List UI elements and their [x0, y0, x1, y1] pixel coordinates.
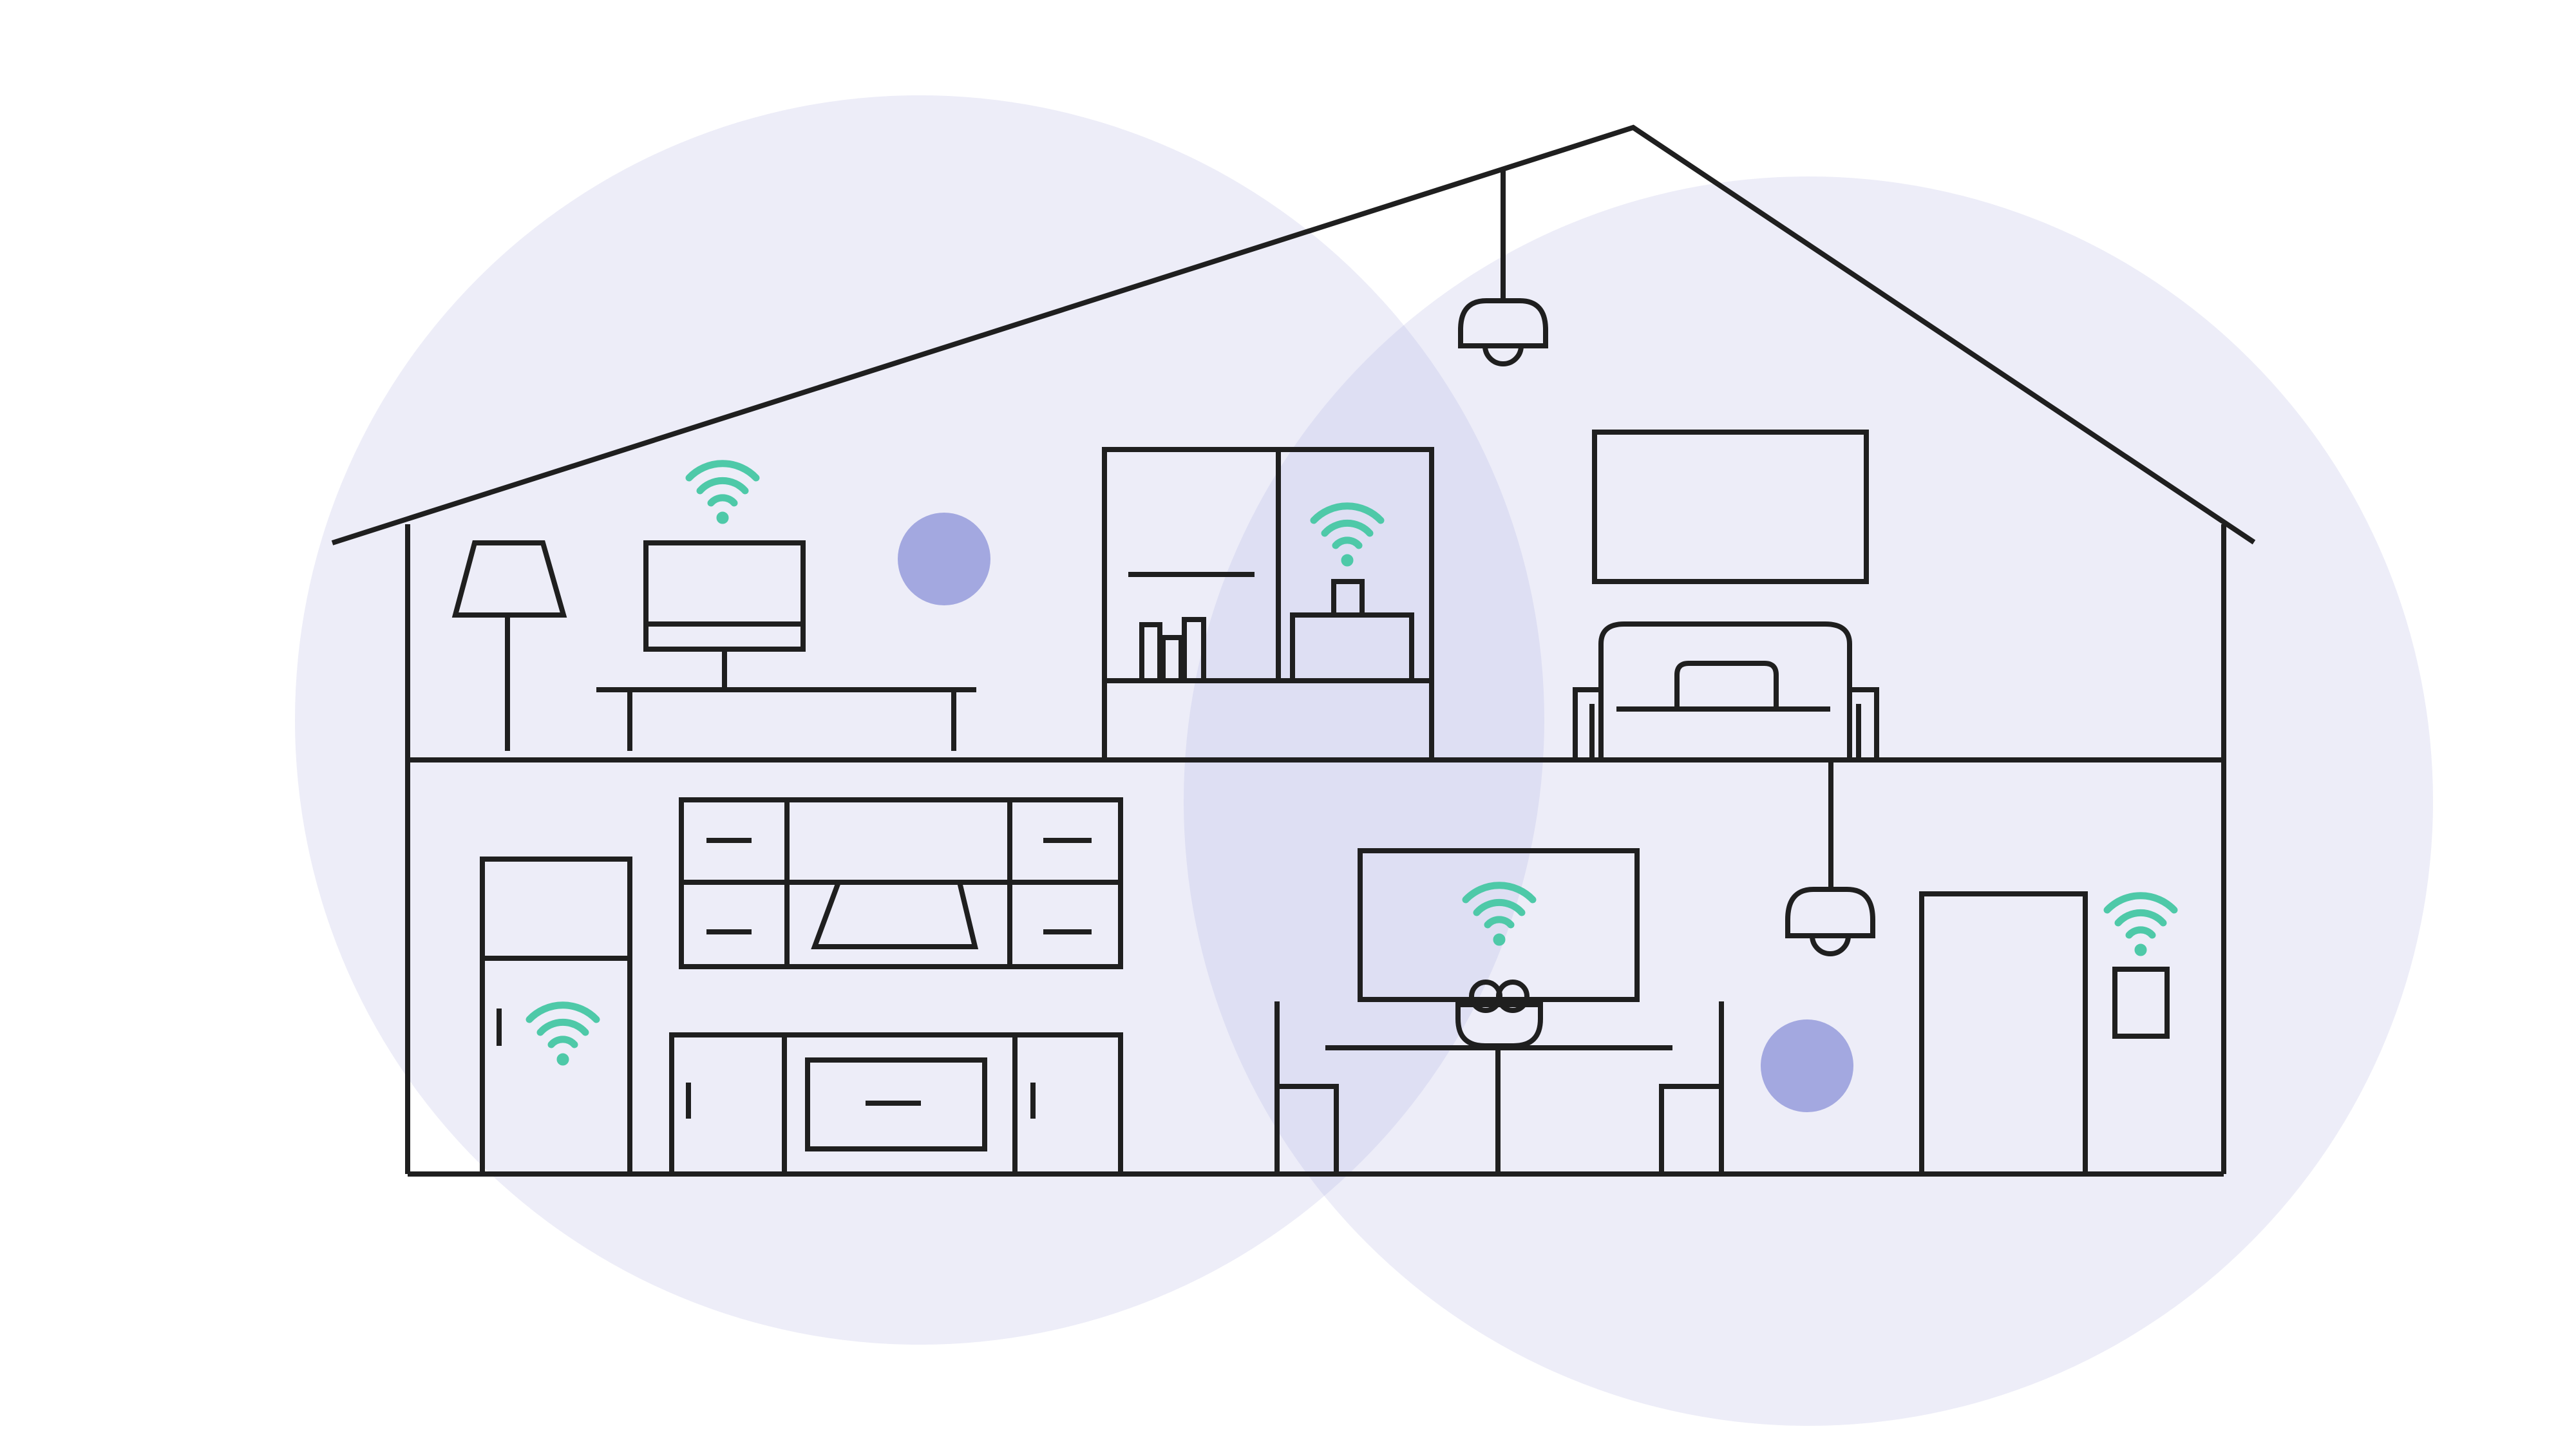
front-door: [1919, 891, 2088, 1177]
roof: [331, 124, 2256, 545]
hallway-pendant-lamp: [1785, 760, 1875, 956]
upper-cabinets: [679, 797, 1123, 969]
house-line-art: [331, 124, 2256, 1177]
sofa: [1573, 621, 1879, 762]
bookshelf: [1102, 447, 1434, 762]
floor-lamp: [451, 540, 567, 751]
dining-chair-left: [1274, 1001, 1339, 1174]
lower-cabinets: [669, 1032, 1123, 1177]
mesh-node-lower-right: [1761, 1019, 1853, 1112]
refrigerator: [480, 857, 632, 1177]
tv-set: [596, 540, 976, 751]
dining-table: [1325, 980, 1672, 1174]
mesh-node-upper-left: [898, 513, 990, 605]
mesh-nodes: [898, 513, 1853, 1112]
wall-picture: [1592, 430, 1869, 584]
attic-pendant-lamp: [1458, 169, 1548, 366]
dining-chair-right: [1659, 1001, 1724, 1174]
thermostat: [2112, 967, 2170, 1039]
